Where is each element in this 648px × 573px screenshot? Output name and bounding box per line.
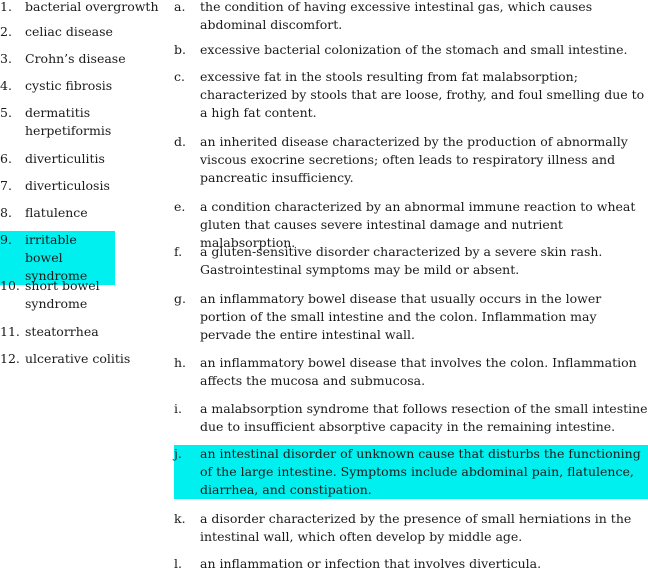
term-item-2: 2. celiac disease (0, 23, 165, 41)
term-item-6: 6. diverticulitis (0, 150, 165, 168)
term-item-8: 8. flatulence (0, 204, 165, 222)
term-text: flatulence (25, 205, 88, 220)
definition-text: excessive fat in the stools resulting fr… (200, 69, 645, 120)
definition-text: an inflammation or infection that involv… (200, 556, 542, 571)
definition-text: an inherited disease characterized by th… (200, 134, 628, 185)
definition-item-a: a. the condition of having excessive int… (174, 0, 648, 34)
definition-text: an intestinal disorder of unknown cause … (200, 445, 648, 499)
definition-text: an inflammatory bowel disease that usual… (200, 291, 602, 342)
term-number: 9. (0, 231, 25, 285)
term-text: steatorrhea (25, 324, 99, 339)
term-number: 2. (0, 24, 12, 39)
term-number: 1. (0, 0, 12, 14)
term-text: diverticulitis (25, 151, 105, 166)
definition-item-c: c. excessive fat in the stools resulting… (174, 68, 648, 122)
term-number: 12. (0, 351, 20, 366)
term-item-4: 4. cystic fibrosis (0, 77, 165, 95)
definition-item-f: f. a gluten-sensitive disorder character… (174, 243, 648, 279)
definition-text: an inflammatory bowel disease that invol… (200, 355, 637, 388)
definition-item-j-highlighted: j. an intestinal disorder of unknown cau… (174, 445, 648, 499)
definition-text: a condition characterized by an abnormal… (200, 199, 636, 250)
definition-letter: j. (174, 445, 200, 499)
definition-item-i: i. a malabsorption syndrome that follows… (174, 400, 648, 436)
definition-letter: i. (174, 401, 182, 416)
term-text: diverticulosis (25, 178, 110, 193)
definition-text: a gluten-sensitive disorder characterize… (200, 244, 603, 277)
term-text: ulcerative colitis (25, 351, 131, 366)
term-item-11: 11. steatorrhea (0, 323, 165, 341)
definition-text: the condition of having excessive intest… (200, 0, 593, 32)
definition-letter: c. (174, 69, 185, 84)
term-item-12: 12. ulcerative colitis (0, 350, 165, 368)
definition-letter: a. (174, 0, 186, 14)
definition-letter: b. (174, 42, 186, 57)
definition-item-e: e. a condition characterized by an abnor… (174, 198, 648, 252)
term-text: dermatitis herpetiformis (25, 105, 112, 138)
definition-item-l: l. an inflammation or infection that inv… (174, 555, 648, 573)
term-number: 10. (0, 278, 20, 293)
definition-item-d: d. an inherited disease characterized by… (174, 133, 648, 187)
term-text: irritable bowel syndrome (25, 231, 115, 285)
term-text: cystic fibrosis (25, 78, 113, 93)
definition-letter: f. (174, 244, 183, 259)
term-number: 4. (0, 78, 12, 93)
term-text: celiac disease (25, 24, 113, 39)
term-number: 11. (0, 324, 20, 339)
term-number: 8. (0, 205, 12, 220)
term-text: Crohn’s disease (25, 51, 126, 66)
definition-item-g: g. an inflammatory bowel disease that us… (174, 290, 648, 344)
definition-item-b: b. excessive bacterial colonization of t… (174, 41, 648, 59)
term-text: short bowel syndrome (25, 278, 100, 311)
definition-item-k: k. a disorder characterized by the prese… (174, 510, 648, 546)
term-item-1: 1. bacterial overgrowth (0, 0, 165, 16)
term-item-5: 5. dermatitis herpetiformis (0, 104, 165, 140)
term-item-3: 3. Crohn’s disease (0, 50, 165, 68)
definition-item-h: h. an inflammatory bowel disease that in… (174, 354, 648, 390)
definition-letter: l. (174, 556, 182, 571)
term-item-7: 7. diverticulosis (0, 177, 165, 195)
definition-text: a malabsorption syndrome that follows re… (200, 401, 648, 434)
definition-text: excessive bacterial colonization of the … (200, 42, 628, 57)
definition-text: a disorder characterized by the presence… (200, 511, 632, 544)
term-item-10: 10. short bowel syndrome (0, 277, 165, 313)
term-text: bacterial overgrowth (25, 0, 159, 14)
definition-letter: h. (174, 355, 187, 370)
definition-letter: d. (174, 134, 186, 149)
term-number: 3. (0, 51, 12, 66)
definition-letter: e. (174, 199, 186, 214)
term-item-9-highlighted: 9. irritable bowel syndrome (0, 231, 116, 285)
term-number: 5. (0, 105, 12, 120)
definition-letter: g. (174, 291, 186, 306)
term-number: 6. (0, 151, 12, 166)
term-number: 7. (0, 178, 12, 193)
definition-letter: k. (174, 511, 186, 526)
